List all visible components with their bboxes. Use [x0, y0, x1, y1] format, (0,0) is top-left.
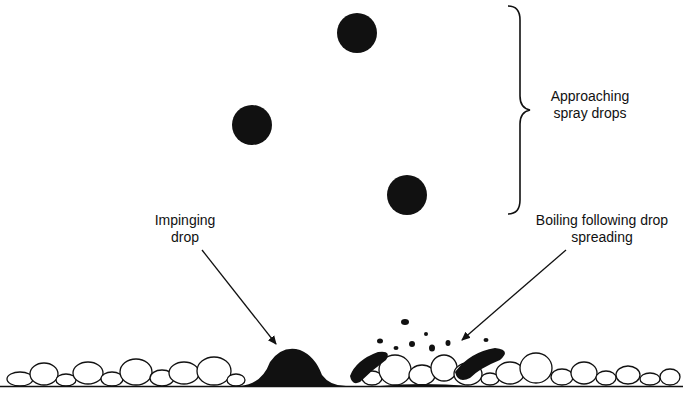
spray-drop — [337, 13, 377, 53]
spreading-film — [380, 384, 470, 386]
spray-drop — [387, 175, 427, 215]
label-text: Boiling following drop spreading — [528, 212, 676, 246]
vapour-bubbles — [7, 353, 680, 386]
spray-drop — [232, 105, 272, 145]
bracket — [508, 6, 530, 214]
leader-arrow — [202, 250, 276, 344]
label-text: Impinging drop — [142, 212, 228, 246]
ejected-droplets — [377, 319, 489, 352]
spreading-drop — [455, 348, 505, 380]
label-text: Approaching spray drops — [535, 88, 645, 122]
leader-arrow — [462, 250, 566, 340]
spreading-drop — [350, 352, 388, 383]
hot-surface — [0, 386, 683, 388]
impinging-drop — [240, 349, 346, 386]
